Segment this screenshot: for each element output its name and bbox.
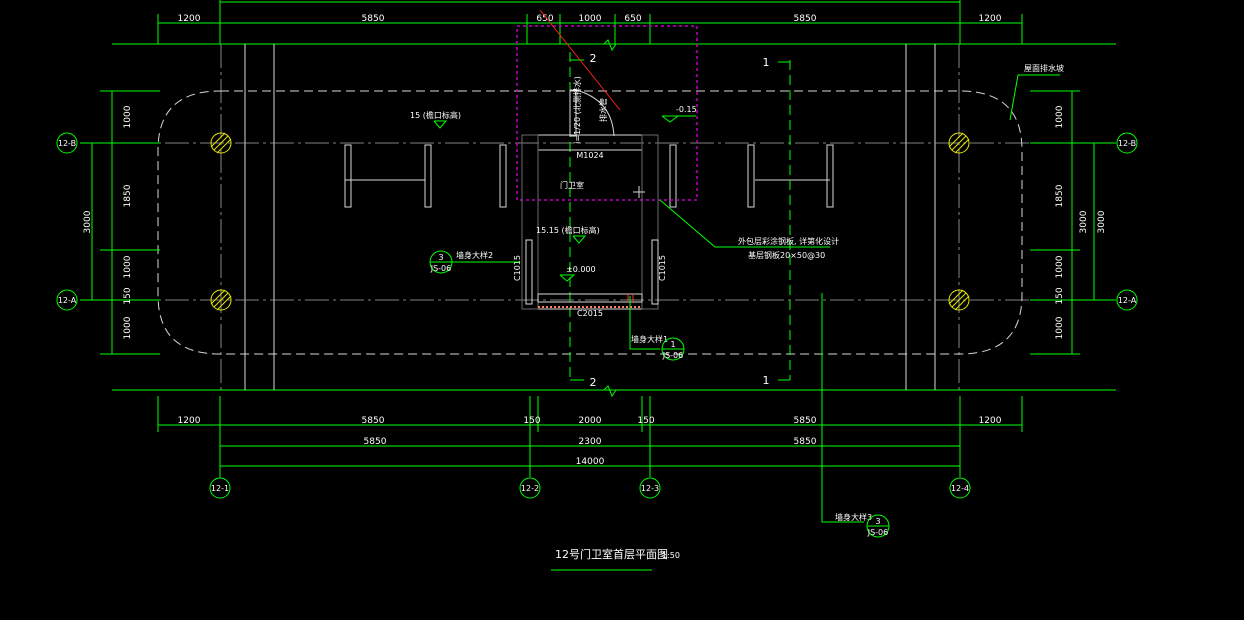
top-dim-4: 1000 xyxy=(579,14,602,24)
detail-ref-1[interactable]: 3 JS-06 xyxy=(429,250,453,274)
column-marker xyxy=(948,132,970,154)
axis-label: 12-4 xyxy=(951,484,969,493)
bottom-dim-total: 14000 xyxy=(576,457,605,467)
detail-ref-sheet: JS-06 xyxy=(430,264,452,273)
eave-note: 屋面排水坡 xyxy=(1024,63,1064,73)
axis-bubble-12-A-left[interactable]: 12-A xyxy=(56,289,78,311)
axis-label: 12-A xyxy=(58,296,77,305)
top-dim-7: 1200 xyxy=(979,14,1002,24)
top-dim-6: 5850 xyxy=(794,14,817,24)
right-side-dimensions: 1000 1850 1000 150 1000 3000 3000 xyxy=(1030,90,1116,355)
axis-bubble-12-B-right[interactable]: 12-B xyxy=(1116,132,1138,154)
door-label: M1024 xyxy=(576,151,603,160)
detail-ref-3[interactable]: 3 JS-06 xyxy=(866,514,890,538)
bottom-dim-2: 5850 xyxy=(362,416,385,426)
axis-label: 12-B xyxy=(58,139,76,148)
elevation-marks: 15 (檐口标高) 15.15 (檐口标高) -0.15 ±0.000 xyxy=(410,105,697,282)
right-dim-total-a: 3000 xyxy=(1079,210,1089,233)
column-marker xyxy=(210,132,232,154)
right-dim-total-b: 3000 xyxy=(1097,210,1107,233)
wall-note-2: 基层钢板20×50@30 xyxy=(748,250,825,260)
detail-ref-num: 3 xyxy=(438,253,443,262)
drawing-title-block: 12号门卫室首层平面图 1:50 xyxy=(551,547,680,571)
canopy-elevation: 15 (檐口标高) xyxy=(410,110,461,120)
roof-elevation: 15.15 (檐口标高) xyxy=(536,225,600,235)
bottom-dim-1: 1200 xyxy=(178,416,201,426)
vertical-note-1: i=1/20 (北侧排水) xyxy=(572,76,582,144)
left-dim-total: 3000 xyxy=(83,210,93,233)
room-label: 门卫室 xyxy=(560,180,584,190)
top-dim-1: 1200 xyxy=(178,14,201,24)
right-dim-3: 1000 xyxy=(1055,255,1065,278)
vertical-note-2: 排水管 xyxy=(598,98,608,122)
bottom-dimension-chain: 1200 5850 150 2000 150 5850 1200 5850 23… xyxy=(157,396,1023,477)
column-marker xyxy=(210,289,232,311)
axis-label: 12-3 xyxy=(641,484,659,493)
left-dim-2: 1850 xyxy=(123,184,133,207)
bottom-dim-5: 150 xyxy=(637,416,654,426)
left-dim-5: 1000 xyxy=(123,316,133,339)
axis-label: 12-2 xyxy=(521,484,539,493)
detail-ref-2[interactable]: 1 JS-06 xyxy=(661,337,685,361)
right-dim-4: 150 xyxy=(1055,287,1065,304)
right-dim-1: 1000 xyxy=(1055,105,1065,128)
bottom-dim-row2-3: 5850 xyxy=(794,437,817,447)
right-dim-2: 1850 xyxy=(1055,184,1065,207)
elevation-neg: -0.15 xyxy=(676,105,697,114)
guard-room: M1024 门卫室 C1015 C1015 C2015 i=1/20 (北侧排水… xyxy=(513,76,667,318)
drawing-scale: 1:50 xyxy=(662,551,680,560)
section-2-top: 2 xyxy=(590,52,597,65)
section-2-bottom: 2 xyxy=(590,376,597,389)
detail-1-label: 墙身大样1 xyxy=(631,334,668,344)
top-dimension-chain: 1200 5850 650 1000 650 5850 1200 xyxy=(157,0,1023,44)
revision-cloud xyxy=(516,9,698,201)
left-dim-4: 150 xyxy=(123,287,133,304)
bottom-dim-7: 1200 xyxy=(979,416,1002,426)
right-dim-5: 1000 xyxy=(1055,316,1065,339)
axis-label: 12-A xyxy=(1118,296,1137,305)
top-dim-5: 650 xyxy=(624,14,641,24)
column-marker xyxy=(948,289,970,311)
detail-ref-num: 3 xyxy=(875,517,880,526)
bottom-dim-3: 150 xyxy=(523,416,540,426)
detail-ref-sheet: JS-06 xyxy=(867,528,889,537)
section-1-bottom: 1 xyxy=(763,374,770,387)
bottom-dim-row2-2: 2300 xyxy=(579,437,602,447)
top-dim-2: 5850 xyxy=(362,14,385,24)
bottom-dim-4: 2000 xyxy=(579,416,602,426)
outline-lines xyxy=(112,39,1116,398)
canopy-structure xyxy=(130,44,1050,390)
leader-notes: 外包层彩涂钢板, 详第化设计 基层钢板20×50@30 屋面排水坡 墙身大样2 … xyxy=(452,63,1064,523)
detail-ref-sheet: JS-06 xyxy=(662,351,684,360)
axis-label: 12-1 xyxy=(211,484,229,493)
detail-ref-num: 1 xyxy=(670,340,675,349)
axis-bubble-12-B-left[interactable]: 12-B xyxy=(56,132,78,154)
detail-2-label: 墙身大样2 xyxy=(456,250,493,260)
window-bottom-label: C2015 xyxy=(577,309,603,318)
axis-label: 12-B xyxy=(1118,139,1136,148)
axis-bubble-12-A-right[interactable]: 12-A xyxy=(1116,289,1138,311)
left-dim-1: 1000 xyxy=(123,105,133,128)
axis-bubble-12-2[interactable]: 12-2 xyxy=(519,477,541,499)
bottom-dim-row2-1: 5850 xyxy=(364,437,387,447)
section-1-top: 1 xyxy=(763,56,770,69)
bottom-dim-6: 5850 xyxy=(794,416,817,426)
left-side-dimensions: 1000 1850 1000 150 1000 3000 xyxy=(80,90,160,355)
top-dim-3: 650 xyxy=(536,14,553,24)
drawing-title: 12号门卫室首层平面图 xyxy=(555,547,668,561)
window-left-label: C1015 xyxy=(513,255,522,281)
axis-bubble-12-3[interactable]: 12-3 xyxy=(639,477,661,499)
axis-bubble-12-4[interactable]: 12-4 xyxy=(949,477,971,499)
left-dim-3: 1000 xyxy=(123,255,133,278)
window-right-label: C1015 xyxy=(658,255,667,281)
axis-bubble-12-1[interactable]: 12-1 xyxy=(209,477,231,499)
detail-3-label: 墙身大样3 xyxy=(835,512,872,522)
floor-elevation: ±0.000 xyxy=(566,265,596,274)
wall-note-1: 外包层彩涂钢板, 详第化设计 xyxy=(738,236,839,246)
